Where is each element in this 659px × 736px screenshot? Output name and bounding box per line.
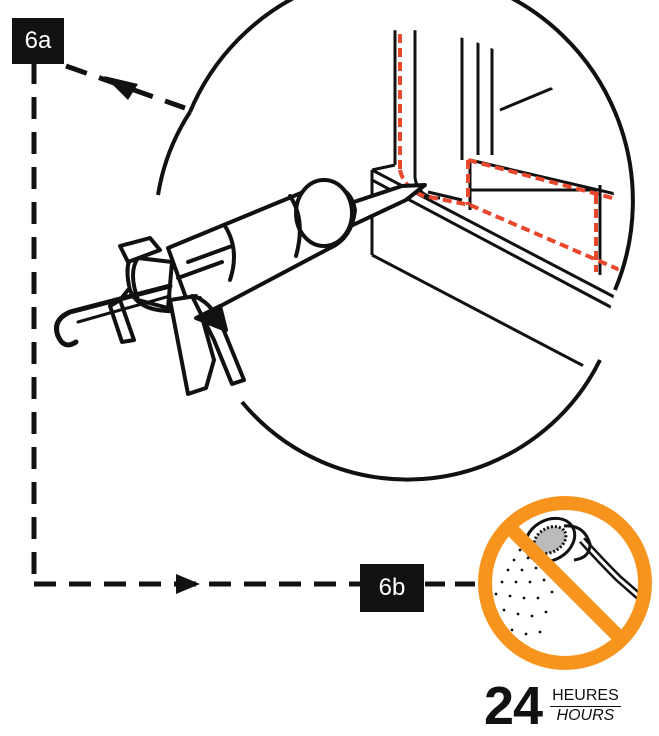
no-shower-icon — [478, 496, 652, 670]
step-label-6a: 6a — [12, 18, 64, 64]
zoom-circle-outline — [188, 0, 635, 291]
flow-path — [31, 62, 478, 587]
duration-unit-english: HOURS — [556, 706, 615, 724]
duration-number: 24 — [484, 676, 543, 736]
zoom-circle-outline-left — [156, 110, 192, 196]
prohibition-slash — [503, 521, 627, 645]
arrow-icon — [104, 76, 138, 100]
arrow-icon — [176, 574, 200, 594]
duration-units: HEURES HOURS — [550, 687, 621, 725]
wait-duration: 24 HEURES HOURS — [484, 676, 621, 736]
duration-unit-french: HEURES — [550, 687, 621, 707]
dashed-line-to-circle — [65, 63, 186, 111]
step-label-6b: 6b — [360, 564, 424, 612]
caulking-gun-icon — [54, 178, 427, 396]
zoom-circle-outline-lower — [240, 359, 602, 482]
